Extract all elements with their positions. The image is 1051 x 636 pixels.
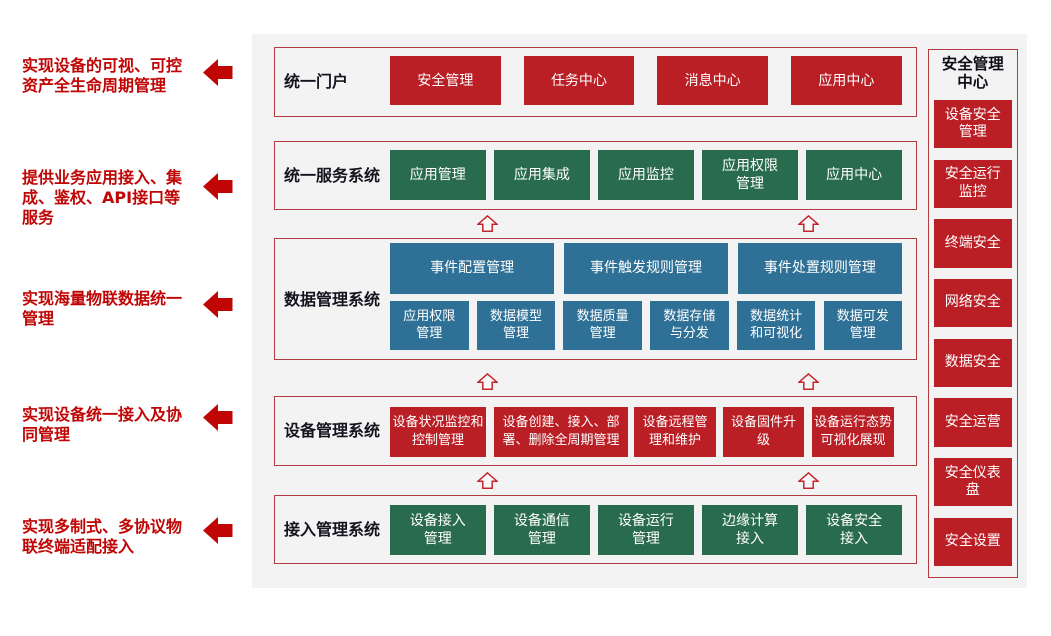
module-data-storage[interactable]: 数据存储 与分发 (650, 300, 729, 350)
row-access-mgmt (274, 495, 917, 565)
module-message-center[interactable]: 消息中心 (657, 56, 768, 106)
module-device-security[interactable]: 设备安全 管理 (933, 100, 1013, 149)
module-data-model[interactable]: 数据模型 管理 (476, 300, 556, 350)
module-device-access[interactable]: 设备接入 管理 (390, 505, 486, 555)
left-arrow-icon (203, 516, 233, 544)
up-arrow-icon (797, 372, 819, 390)
module-device-visualization[interactable]: 设备运行态势 可视化展现 (812, 406, 894, 457)
module-device-status[interactable]: 设备状况监控和 控制管理 (390, 406, 486, 457)
module-app-permission[interactable]: 应用权限 管理 (702, 150, 798, 200)
module-data-quality[interactable]: 数据质量 管理 (563, 300, 642, 350)
left-arrow-icon (203, 172, 233, 200)
module-app-monitor[interactable]: 应用监控 (598, 150, 694, 200)
row-title-unified-portal: 统一门户 (284, 72, 349, 92)
row-device-mgmt (274, 396, 917, 466)
module-device-remote[interactable]: 设备远程管 理和维护 (634, 406, 716, 457)
annotation-service: 提供业务应用接入、集 成、鉴权、API接口等 服务 (22, 168, 183, 227)
module-data-security[interactable]: 数据安全 (933, 338, 1013, 387)
module-network-security[interactable]: 网络安全 (933, 279, 1013, 328)
up-arrow-icon (477, 472, 498, 490)
module-event-config[interactable]: 事件配置管理 (390, 242, 555, 294)
annotation-portal: 实现设备的可视、可控 资产全生命周期管理 (22, 56, 183, 95)
module-edge-computing[interactable]: 边缘计算 接入 (702, 505, 798, 555)
row-title-access-mgmt: 接入管理系统 (284, 520, 381, 540)
row-title-device-mgmt: 设备管理系统 (284, 421, 381, 441)
module-task-center[interactable]: 任务中心 (523, 56, 635, 106)
module-app-center-2[interactable]: 应用中心 (806, 150, 902, 200)
security-center-title: 安全管理 中心 (941, 55, 1004, 91)
module-event-handling[interactable]: 事件处置规则管理 (737, 242, 902, 294)
module-app-mgmt[interactable]: 应用管理 (390, 150, 486, 200)
module-security-settings[interactable]: 安全设置 (933, 517, 1013, 566)
module-device-runtime[interactable]: 设备运行 管理 (598, 505, 694, 555)
module-device-lifecycle[interactable]: 设备创建、接入、部 署、删除全周期管理 (494, 406, 628, 457)
row-data-mgmt (274, 237, 917, 361)
left-arrow-icon (203, 404, 233, 431)
annotation-access: 实现多制式、多协议物 联终端适配接入 (22, 517, 183, 556)
module-security-dashboard[interactable]: 安全仪表 盘 (933, 458, 1013, 507)
module-app-permission-2[interactable]: 应用权限 管理 (390, 300, 469, 350)
up-arrow-icon (797, 214, 819, 232)
up-arrow-icon (797, 472, 819, 490)
row-unified-portal (274, 47, 917, 117)
module-device-firmware[interactable]: 设备固件升 级 (723, 406, 804, 457)
row-unified-service (274, 140, 917, 210)
module-terminal-security[interactable]: 终端安全 (933, 219, 1013, 268)
row-title-data-mgmt: 数据管理系统 (284, 289, 381, 309)
module-security-operation[interactable]: 安全运营 (933, 398, 1013, 447)
annotation-device: 实现设备统一接入及协 同管理 (22, 405, 183, 444)
annotation-data: 实现海量物联数据统一 管理 (22, 289, 183, 328)
module-device-comm[interactable]: 设备通信 管理 (494, 505, 590, 555)
module-event-trigger[interactable]: 事件触发规则管理 (563, 242, 729, 294)
up-arrow-icon (477, 372, 498, 390)
module-data-statistics[interactable]: 数据统计 和可视化 (736, 300, 816, 350)
module-security-mgmt[interactable]: 安全管理 (390, 56, 501, 106)
left-arrow-icon (203, 59, 233, 86)
module-app-center[interactable]: 应用中心 (791, 56, 902, 106)
module-device-security-access[interactable]: 设备安全 接入 (806, 505, 902, 555)
module-app-integration[interactable]: 应用集成 (494, 150, 590, 200)
up-arrow-icon (477, 214, 498, 232)
module-security-monitor[interactable]: 安全运行 监控 (933, 159, 1013, 208)
left-arrow-icon (203, 290, 233, 318)
row-title-unified-service: 统一服务系统 (284, 165, 381, 185)
module-data-distribution[interactable]: 数据可发 管理 (823, 300, 903, 350)
